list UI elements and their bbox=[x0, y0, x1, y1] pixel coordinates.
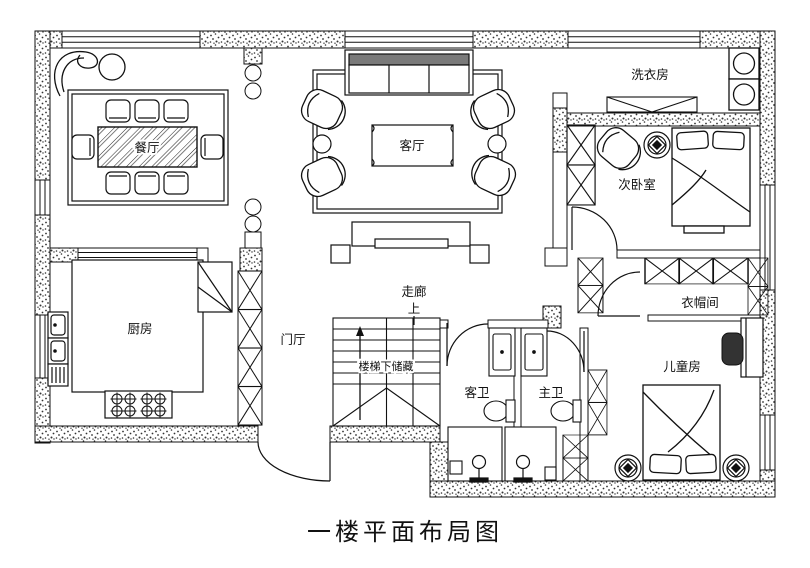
laundry-label: 洗衣房 bbox=[631, 67, 669, 82]
laundry-folding-table bbox=[606, 96, 698, 113]
kitchen-pass-window bbox=[49, 247, 209, 263]
corner-cabinet bbox=[197, 261, 233, 313]
bedroom-armchair bbox=[591, 122, 648, 177]
window-top-2 bbox=[344, 30, 474, 49]
window-left-1 bbox=[34, 179, 51, 216]
living-room: 客厅 bbox=[296, 49, 521, 264]
kids-desk-chair bbox=[721, 332, 744, 366]
second-bedroom-label: 次卧室 bbox=[618, 177, 656, 192]
kitchen-label: 厨房 bbox=[127, 321, 152, 336]
bedroom-door bbox=[571, 206, 618, 251]
living-room-label: 客厅 bbox=[399, 138, 424, 153]
guest-bath-vanity bbox=[488, 327, 516, 377]
washing-machines bbox=[728, 47, 760, 111]
kids-bed bbox=[642, 384, 721, 481]
kids-desk bbox=[740, 317, 764, 378]
cloakroom-door bbox=[597, 271, 641, 317]
plan-title: 一楼平面布局图 bbox=[307, 518, 503, 546]
guest-bath-door bbox=[446, 323, 489, 367]
entry-door bbox=[257, 441, 331, 482]
stair-up-arrow bbox=[356, 326, 364, 420]
corner-plant bbox=[53, 50, 126, 97]
foyer-label: 门厅 bbox=[280, 332, 305, 347]
dining-table bbox=[97, 126, 198, 168]
bedroom-rug bbox=[643, 131, 671, 159]
master-bathroom: 主卫 bbox=[520, 327, 585, 423]
interior-walls bbox=[439, 92, 761, 482]
laundry-room: 洗衣房 bbox=[606, 47, 760, 113]
side-table-left bbox=[312, 134, 332, 154]
outer-walls bbox=[34, 30, 776, 498]
kids-rug-1 bbox=[614, 454, 642, 482]
master-bath-toilet bbox=[550, 399, 582, 423]
staircase: 楼梯下储藏 bbox=[332, 317, 441, 427]
second-bedroom: 次卧室 bbox=[566, 122, 751, 251]
foyer-column-stack bbox=[237, 47, 263, 426]
kids-rug-2 bbox=[722, 454, 750, 482]
corridor-up-label: 上 bbox=[408, 301, 421, 316]
dining-room: 餐厅 bbox=[53, 50, 229, 206]
guest-bath-toilet bbox=[483, 399, 516, 423]
kids-room: 儿童房 bbox=[562, 317, 764, 482]
guest-bath-label: 客卫 bbox=[464, 385, 489, 400]
kids-room-label: 儿童房 bbox=[663, 359, 701, 374]
sofa bbox=[344, 49, 474, 96]
master-bath-vanity bbox=[520, 327, 548, 377]
corridor-label: 走廊 bbox=[401, 284, 426, 299]
double-bed bbox=[671, 127, 751, 234]
dining-room-label: 餐厅 bbox=[134, 140, 159, 155]
foyer-cabinet-column bbox=[237, 270, 263, 426]
master-bath-door bbox=[546, 330, 585, 373]
showers bbox=[447, 426, 557, 483]
cloakroom-wardrobes bbox=[577, 257, 769, 316]
window-right-1 bbox=[759, 184, 776, 291]
side-table-right bbox=[487, 134, 507, 154]
master-bath-label: 主卫 bbox=[538, 385, 563, 400]
kitchen: 厨房 bbox=[47, 259, 233, 419]
tv-cabinet bbox=[330, 221, 490, 264]
living-rug bbox=[371, 124, 454, 167]
guest-bathroom: 客卫 bbox=[446, 323, 516, 423]
window-top-3 bbox=[567, 30, 701, 49]
window-top-1 bbox=[61, 30, 201, 49]
cloakroom: 衣帽间 bbox=[577, 257, 769, 317]
window-right-2 bbox=[759, 414, 776, 471]
bedroom-wardrobe bbox=[566, 124, 596, 206]
stair-storage-label: 楼梯下储藏 bbox=[359, 359, 414, 373]
kitchen-sinks bbox=[47, 311, 69, 387]
cloakroom-label: 衣帽间 bbox=[681, 295, 719, 310]
stove bbox=[104, 390, 173, 419]
